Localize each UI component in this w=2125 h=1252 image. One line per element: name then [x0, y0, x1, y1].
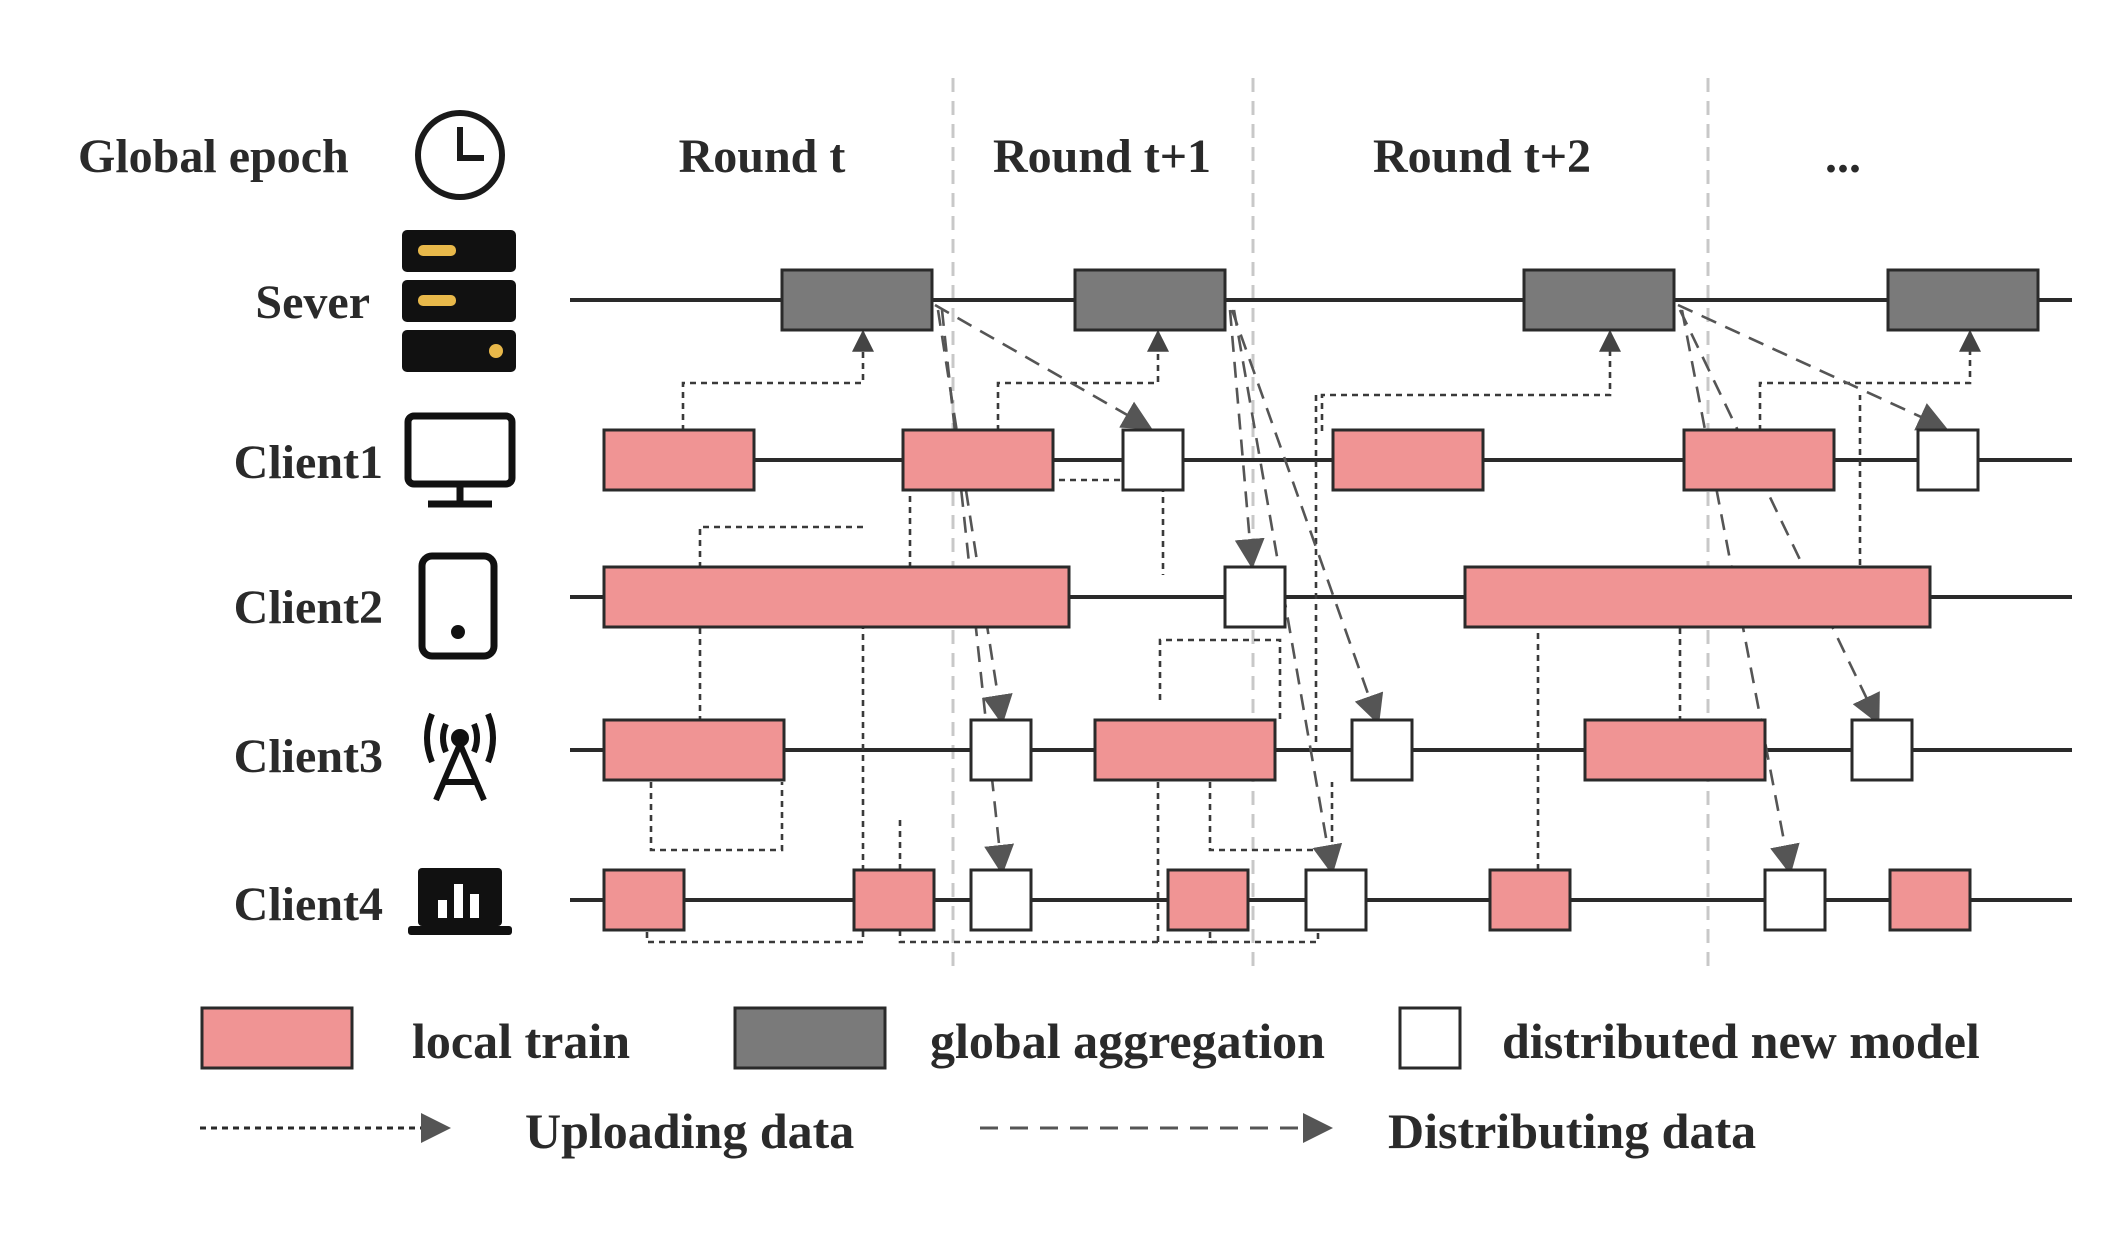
distributed-model-box — [1223, 565, 1287, 629]
clock-icon — [415, 110, 505, 200]
legend-aggregation-swatch — [733, 1006, 887, 1070]
row-label-client4: Client4 — [234, 878, 383, 931]
legend-aggregation-label: global aggregation — [930, 1013, 1325, 1069]
phone-icon — [418, 552, 498, 660]
local-train-blocks — [602, 428, 1972, 932]
dist-arrow — [1678, 309, 1880, 725]
legend: local train global aggregation distribut… — [200, 1006, 1980, 1159]
distributed-model-box — [1916, 428, 1980, 492]
dist-arrow — [1677, 303, 1948, 431]
round-label-t2: Round t+2 — [1373, 130, 1591, 183]
legend-local-train-label: local train — [412, 1013, 630, 1069]
antenna-icon — [424, 712, 496, 802]
server-icon — [402, 230, 516, 372]
aggregation-block — [1522, 268, 1676, 332]
global-aggregation-blocks — [780, 268, 2040, 332]
dist-arrow — [1232, 309, 1343, 875]
distributed-model-box — [1763, 868, 1827, 932]
monitor-icon — [404, 412, 516, 508]
distributed-model-box — [969, 868, 1033, 932]
local-train-block — [602, 868, 686, 932]
local-train-block — [602, 718, 786, 782]
legend-distributed-label: distributed new model — [1502, 1013, 1980, 1069]
distributed-model-box — [1350, 718, 1414, 782]
local-train-block — [1093, 718, 1277, 782]
local-train-block — [1331, 428, 1485, 492]
local-train-block — [1682, 428, 1836, 492]
epoch-label: Global epoch — [78, 130, 349, 183]
legend-distributed-swatch — [1398, 1006, 1462, 1070]
local-train-block — [1166, 868, 1250, 932]
uploading-paths — [645, 329, 1981, 944]
distributed-model-box — [1850, 718, 1914, 782]
dist-arrow — [936, 309, 1013, 725]
aggregation-block — [1886, 268, 2040, 332]
dist-arrow — [1230, 309, 1384, 725]
round-dividers — [951, 78, 1710, 975]
round-label-t1: Round t+1 — [993, 130, 1211, 183]
dist-arrow — [934, 303, 1153, 430]
legend-distributing-label: Distributing data — [1388, 1103, 1756, 1159]
local-train-block — [1888, 868, 1972, 932]
local-train-block — [602, 565, 1071, 629]
row-label-client3: Client3 — [234, 730, 383, 783]
local-train-block — [1583, 718, 1767, 782]
distributed-model-box — [1304, 868, 1368, 932]
round-label-t: Round t — [679, 130, 846, 183]
row-label-server: Sever — [255, 276, 370, 329]
aggregation-block — [780, 268, 934, 332]
distributed-model-boxes — [969, 428, 1980, 932]
aggregation-block — [1073, 268, 1227, 332]
distributed-model-box — [1121, 428, 1185, 492]
local-train-block — [602, 428, 756, 492]
row-label-client1: Client1 — [234, 436, 383, 489]
legend-uploading-label: Uploading data — [525, 1103, 854, 1159]
local-train-block — [1463, 565, 1932, 629]
dist-arrow — [1228, 309, 1265, 569]
distributed-model-box — [969, 718, 1033, 782]
local-train-block — [1488, 868, 1572, 932]
legend-local-train-swatch — [200, 1006, 354, 1070]
local-train-block — [901, 428, 1055, 492]
row-label-client2: Client2 — [234, 581, 383, 634]
laptop-chart-icon — [408, 868, 512, 935]
local-train-block — [852, 868, 936, 932]
round-label-more: ... — [1825, 130, 1861, 183]
